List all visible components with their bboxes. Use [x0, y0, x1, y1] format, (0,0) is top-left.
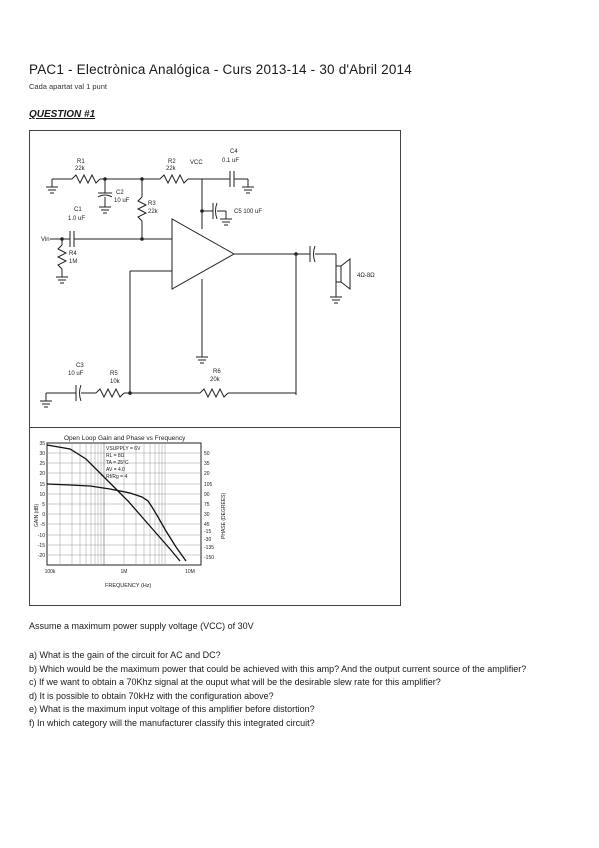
document-subtitle: Cada apartat val 1 punt [29, 82, 107, 91]
y-right-axis-label: PHASE (DEGREES) [221, 493, 227, 539]
y-left-tick: 10 [39, 492, 45, 498]
c1-label: C1 [74, 207, 82, 213]
legend-line-1: VSUPPLY = 6V [106, 446, 141, 452]
y-left-tick: 15 [39, 482, 45, 488]
x-tick: 100k [45, 569, 56, 575]
y-right-tick: 35 [204, 461, 210, 467]
r5-label: R5 [110, 371, 118, 377]
r3-label: R3 [148, 201, 156, 207]
y-right-tick: 20 [204, 471, 210, 477]
r3-value: 22k [148, 209, 159, 215]
y-left-tick: 20 [39, 471, 45, 477]
y-right-tick: 75 [204, 502, 210, 508]
y-left-tick: -20 [38, 553, 45, 559]
amplifier-schematic: R1 22k R2 22k VCC C4 0.1 uF C2 10 uF R3 … [40, 149, 375, 408]
c2-value: 10 uF [114, 198, 130, 204]
gain-phase-graph: Open Loop Gain and Phase vs Frequency VS… [34, 435, 227, 589]
question-heading: QUESTION #1 [29, 109, 96, 120]
c3-label: C3 [76, 363, 84, 369]
graph-title: Open Loop Gain and Phase vs Frequency [64, 435, 186, 442]
x-tick: 10M [185, 569, 195, 575]
y-left-tick: -15 [38, 543, 45, 549]
r5-value: 10k [110, 379, 121, 385]
speaker-label: 4Ω-8Ω [357, 273, 375, 279]
question-item-f: f) In which category will the manufactur… [29, 717, 315, 728]
y-right-tick: -135 [204, 545, 214, 551]
y-left-tick: 5 [42, 502, 45, 508]
c4-value: 0.1 uF [222, 158, 239, 164]
question-list: a) What is the gain of the circuit for A… [29, 649, 569, 730]
r2-label: R2 [168, 159, 176, 165]
x-tick: 1M [121, 569, 128, 575]
y-left-tick: -10 [38, 533, 45, 539]
r2-value: 22k [166, 166, 177, 172]
y-left-tick: 35 [39, 441, 45, 447]
r6-value: 20k [210, 377, 221, 383]
y-right-tick: 50 [204, 451, 210, 457]
c1-value: 1.0 uF [68, 216, 85, 222]
r4-label: R4 [69, 251, 77, 257]
question-item-a: a) What is the gain of the circuit for A… [29, 650, 221, 660]
c3-value: 10 uF [68, 371, 84, 377]
y-left-tick: 25 [39, 461, 45, 467]
y-left-axis-label: GAIN (dB) [34, 504, 40, 527]
y-right-tick: 105 [204, 482, 213, 488]
x-axis-label: FREQUENCY (Hz) [105, 583, 152, 589]
question-item-e: e) What is the maximum input voltage of … [29, 704, 315, 714]
vcc-label: VCC [190, 160, 203, 166]
y-left-tick: -5 [41, 522, 46, 528]
question-item-c: c) If we want to obtain a 70Khz signal a… [29, 677, 441, 687]
c5-value: C5 100 uF [234, 209, 262, 215]
c2-label: C2 [116, 190, 124, 196]
vin-label: Vin [41, 237, 50, 243]
r4-value: 1M [69, 259, 77, 265]
y-right-tick: -150 [204, 555, 214, 561]
legend-line-2: RL = 8Ω [106, 453, 125, 459]
y-right-tick: -30 [204, 537, 211, 543]
r1-label: R1 [77, 159, 85, 165]
r1-value: 22k [75, 166, 86, 172]
y-right-tick: -15 [204, 529, 211, 535]
y-right-tick: 30 [204, 512, 210, 518]
y-right-tick: 45 [204, 522, 210, 528]
legend-line-3: TA = 25°C [106, 460, 129, 466]
assumption-text: Assume a maximum power supply voltage (V… [29, 621, 254, 631]
r6-label: R6 [213, 369, 221, 375]
document-title: PAC1 - Electrònica Analógica - Curs 2013… [29, 62, 412, 77]
c4-label: C4 [230, 149, 238, 155]
y-right-tick: 90 [204, 492, 210, 498]
y-left-tick: 30 [39, 451, 45, 457]
question-item-b: b) Which would be the maximum power that… [29, 663, 527, 674]
y-left-tick: 0 [42, 512, 45, 518]
question-figure: R1 22k R2 22k VCC C4 0.1 uF C2 10 uF R3 … [29, 130, 401, 606]
legend-line-5: Rf/Rg = 4 [106, 474, 127, 480]
question-item-d: d) It is possible to obtain 70kHz with t… [29, 690, 274, 701]
figure-divider [30, 427, 400, 428]
legend-line-4: AV = 4.0 [106, 467, 125, 473]
